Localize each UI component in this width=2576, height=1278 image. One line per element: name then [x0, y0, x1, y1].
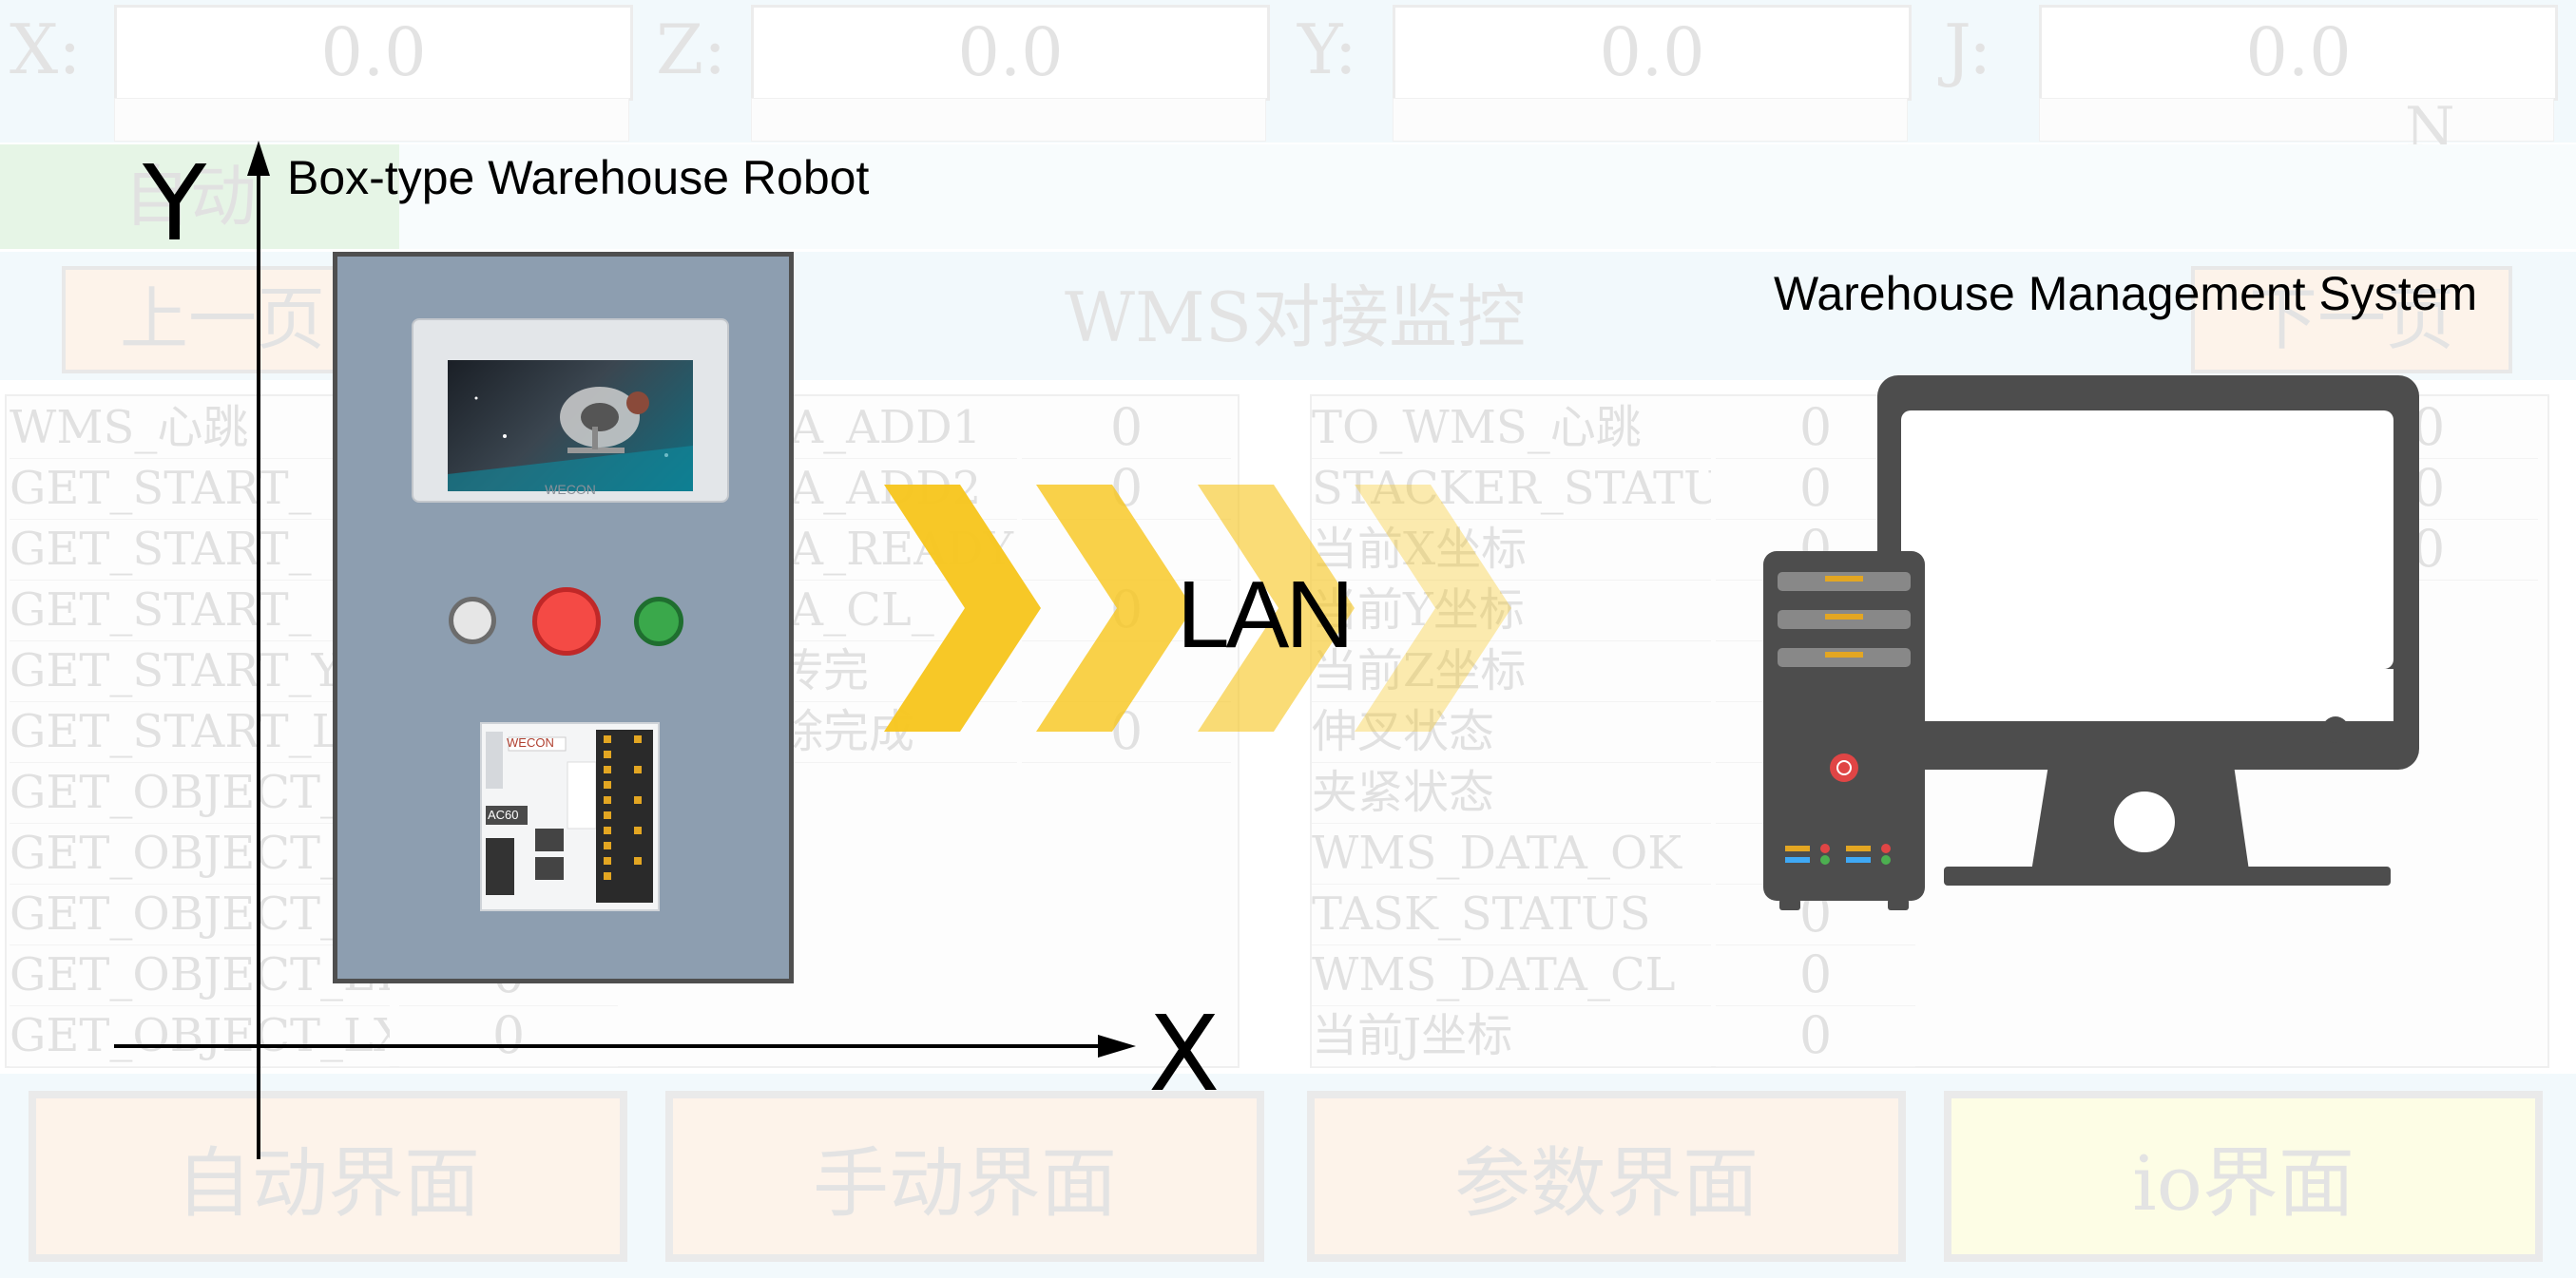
coord-value-j: 0.0 — [2039, 5, 2558, 101]
table-cell-name: TO_WMS_心跳 — [1312, 397, 1711, 459]
pc-tower-icon — [1763, 551, 1925, 910]
coord-label-z: Z: — [656, 10, 727, 89]
table-cell-value: 0 — [1716, 944, 1915, 1006]
table-cell-value: 0 — [1716, 397, 1915, 459]
hmi-touchscreen-icon: WECON — [412, 318, 729, 503]
plc-art — [486, 730, 653, 903]
page-title: WMS对接监控 — [1065, 277, 1527, 357]
coord-label-y: Y: — [1298, 10, 1357, 89]
table-cell-name: GET_START_L — [10, 701, 390, 763]
next-page-button: 下一页 — [2191, 266, 2512, 373]
plc-model-label: AC60 — [488, 808, 519, 822]
plc-brand-label: WECON — [507, 735, 554, 750]
table-cell-name: GET_OBJECT_ — [10, 884, 390, 945]
table-cell-name: GET_START_Y — [10, 640, 390, 702]
table-cell-name: GET_OBJECT_ — [10, 823, 390, 885]
bottom-nav-bar — [0, 1074, 2576, 1278]
coord-strip — [1393, 98, 1908, 142]
coord-label-j: J: — [1944, 10, 1992, 89]
coord-value-z: 0.0 — [751, 5, 1270, 101]
y-axis-label: Y — [143, 143, 207, 264]
hmi-brand-label: WECON — [545, 482, 596, 497]
coord-strip — [2039, 98, 2554, 142]
chevron-arrow-icon-4 — [1355, 485, 1511, 732]
table-cell-name: GET_START_ — [10, 519, 390, 581]
wms-label: Warehouse Management System — [1774, 267, 2478, 320]
chevron-arrow-icon-2 — [1036, 485, 1193, 732]
parameter-screen-button: 参数界面 — [1307, 1091, 1906, 1262]
table-cell-value: 0 — [1022, 397, 1231, 459]
table-cell-name: GET_START_ — [10, 458, 390, 520]
plc-controller-icon: WECON AC60 — [480, 722, 660, 911]
chevron-arrow-icon-3 — [1198, 485, 1355, 732]
io-screen-button: io界面 — [1944, 1091, 2543, 1262]
table-cell-name: 当前Z坐标 — [1312, 640, 1711, 702]
coord-value-y: 0.0 — [1393, 5, 1912, 101]
table-cell-name: 当前X坐标 — [1312, 519, 1711, 581]
y-axis-arrowhead — [247, 141, 270, 176]
chevron-arrow-icon-1 — [884, 485, 1041, 732]
table-cell-name: WMS_DATA_OK — [1312, 823, 1711, 885]
robot-label: Box-type Warehouse Robot — [287, 151, 870, 204]
table-cell-name: WMS_心跳 — [10, 397, 390, 459]
table-cell-name: 伸叉状态 — [1312, 701, 1711, 763]
table-cell-value: 0 — [1716, 1005, 1915, 1067]
coordinate-bar — [0, 0, 2576, 143]
desktop-computer-icon — [1763, 375, 2419, 910]
auto-tab: 自动 — [0, 144, 399, 249]
table-cell-name: GET_OBJECT_LY — [10, 944, 390, 1006]
coord-value-x: 0.0 — [114, 5, 633, 101]
table-cell-value: 0 — [1716, 458, 1915, 520]
title-strip — [0, 144, 2576, 249]
x-axis-arrowhead — [1098, 1035, 1136, 1058]
table-cell-name: TASK_STATUS — [1312, 884, 1711, 945]
green-lamp-icon — [634, 597, 683, 646]
monitor-icon — [1877, 375, 2419, 886]
table-cell-value: 0 — [399, 1005, 618, 1067]
table-cell-name: 当前J坐标 — [1312, 1005, 1711, 1067]
coord-n-label: N — [2405, 95, 2455, 162]
coord-strip — [751, 98, 1266, 142]
x-axis-label: X — [1148, 993, 1221, 1115]
lan-label: LAN — [1177, 562, 1355, 668]
hmi-screen-art — [448, 387, 693, 491]
table-cell-name: WMS_DATA_CL — [1312, 944, 1711, 1006]
coord-strip — [114, 98, 629, 142]
table-cell-name: GET_OBJECT_LX — [10, 1005, 390, 1067]
control-cabinet-icon: WECON WECON AC60 — [333, 252, 794, 983]
auto-screen-button: 自动界面 — [29, 1091, 627, 1262]
table-cell-name: GET_OBJECT_ — [10, 762, 390, 824]
coord-label-x: X: — [10, 10, 82, 89]
red-button-icon — [532, 587, 601, 656]
table-cell-name: STACKER_STATUS — [1312, 458, 1711, 520]
manual-screen-button: 手动界面 — [665, 1091, 1264, 1262]
table-cell-name: GET_START_ — [10, 580, 390, 641]
table-cell-name: 夹紧状态 — [1312, 762, 1711, 824]
white-lamp-icon — [449, 597, 496, 644]
hmi-screen — [448, 360, 693, 491]
data-flow-chevrons — [884, 485, 1511, 732]
prev-page-button: 上一页 — [62, 266, 383, 373]
